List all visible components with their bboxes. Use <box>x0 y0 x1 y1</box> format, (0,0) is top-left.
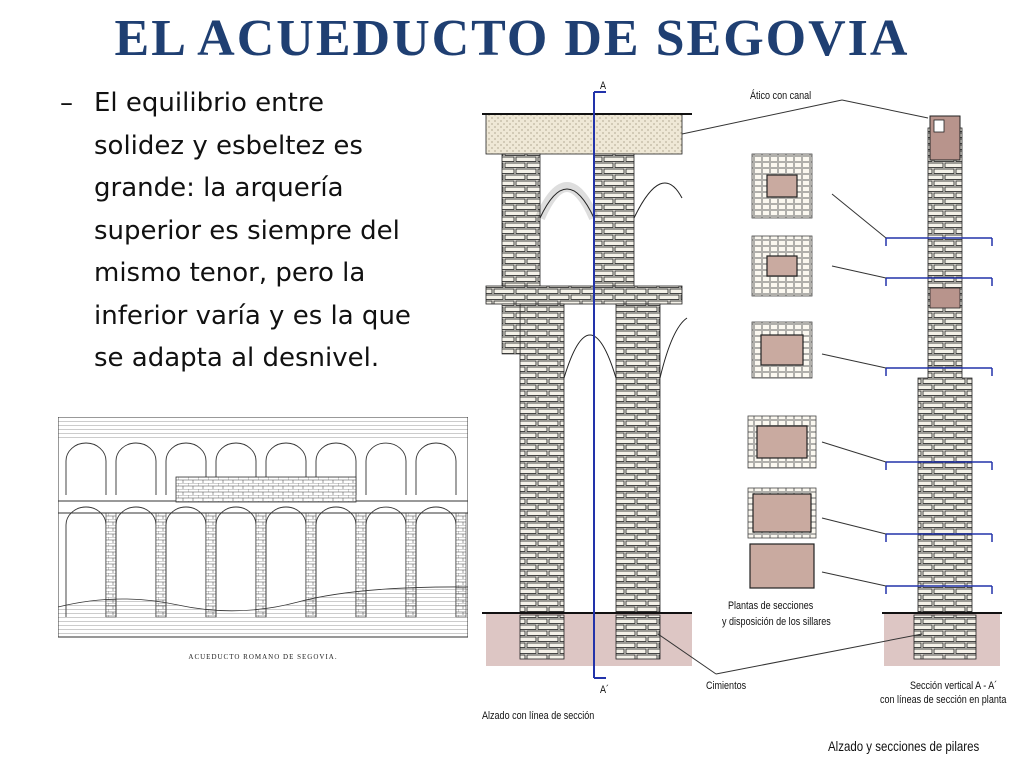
label-seccion-1: Sección vertical A - A´ <box>910 680 998 692</box>
label-alzado-secciones: Alzado y secciones de pilares <box>828 738 980 754</box>
label-a-top: A <box>600 80 607 92</box>
label-plantas-1: Plantas de secciones <box>728 600 814 612</box>
label-plantas-2: y disposición de los sillares <box>722 616 831 628</box>
engraving-caption: ACUEDUCTO ROMANO DE SEGOVIA. <box>188 653 338 661</box>
bullet-line: solidez y esbeltez es <box>94 130 363 161</box>
bullet-line: mismo tenor, pero la <box>94 258 366 288</box>
label-cimientos: Cimientos <box>706 680 747 692</box>
section-cut-lines <box>885 237 993 594</box>
slide-title: EL ACUEDUCTO DE SEGOVIA <box>114 10 910 67</box>
label-a-bottom: A´ <box>600 684 610 696</box>
label-seccion-2: con líneas de sección en planta <box>880 694 1007 706</box>
bullet-line: inferior varía y es la que <box>94 300 411 331</box>
aqueduct-engraving <box>58 417 468 667</box>
aqueduct-diagram: A A´ Ático con canal Plantas de seccione… <box>482 78 1022 768</box>
label-alzado-linea: Alzado con línea de sección <box>482 710 595 722</box>
pillar-plan-sections <box>747 153 817 589</box>
bullet-line: El equilibrio entre <box>94 88 324 118</box>
label-atico: Ático con canal <box>750 90 812 102</box>
bullet-point: – El equilibrio entre solidez y esbeltez… <box>60 82 450 380</box>
bullet-line: se adapta al desnivel. <box>94 343 380 373</box>
bullet-line: superior es siempre del <box>94 215 400 246</box>
bullet-marker: – <box>60 88 73 118</box>
bullet-line: grande: la arquería <box>94 173 344 203</box>
